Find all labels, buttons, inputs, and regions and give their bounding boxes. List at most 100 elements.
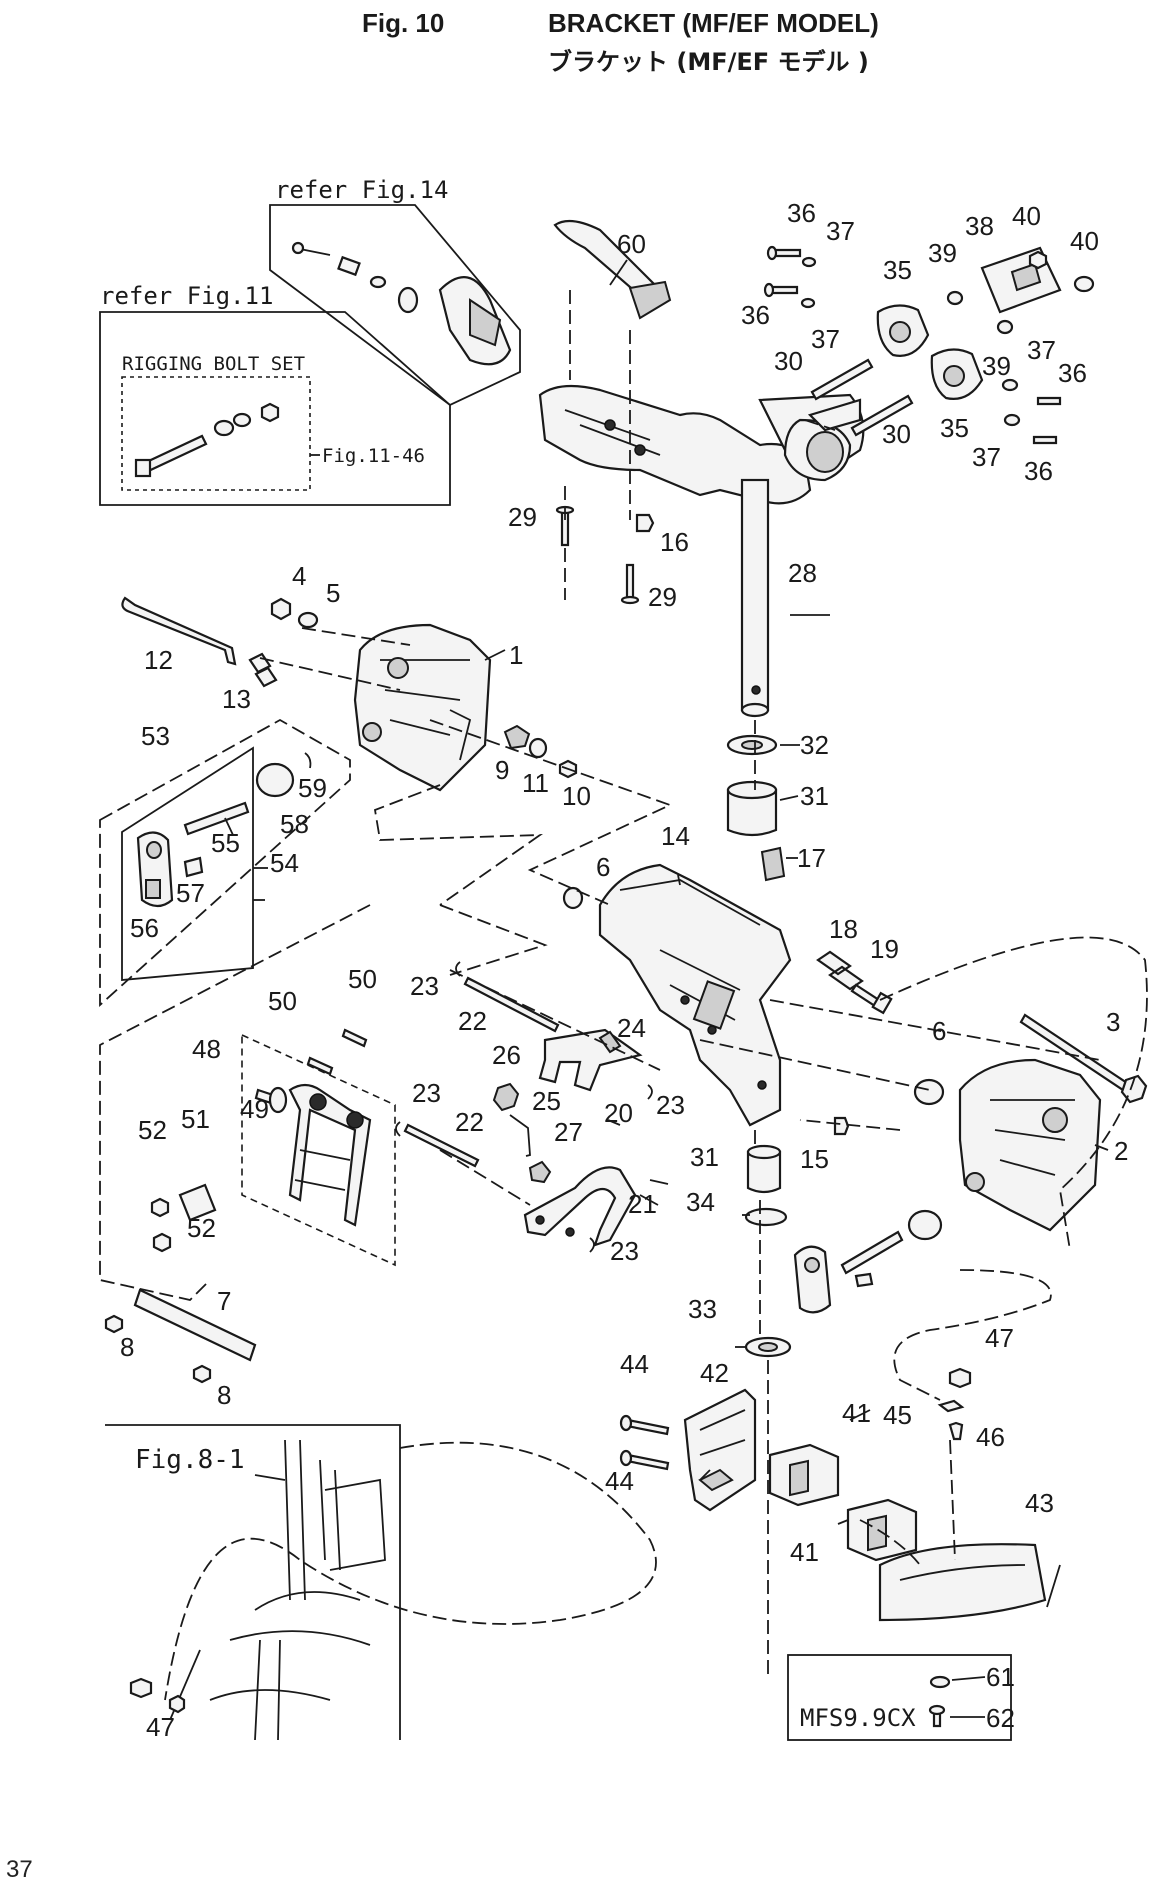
spring-18 bbox=[816, 950, 864, 991]
callout-15: 15 bbox=[800, 1144, 829, 1174]
callout-23-b: 23 bbox=[412, 1078, 441, 1108]
callout-44-upper: 44 bbox=[620, 1349, 649, 1379]
washer-6-left bbox=[562, 886, 584, 910]
callout-47-left: 47 bbox=[146, 1712, 175, 1742]
callout-28: 28 bbox=[788, 558, 817, 588]
washer-34 bbox=[744, 1207, 788, 1227]
callout-16: 16 bbox=[660, 527, 689, 557]
page-title: BRACKET (MF/EF MODEL) bbox=[548, 8, 879, 38]
callout-3: 3 bbox=[1106, 1007, 1120, 1037]
callout-1: 1 bbox=[509, 640, 523, 670]
refer-fig11-label: refer Fig.11 bbox=[100, 282, 273, 310]
callout-21: 21 bbox=[628, 1189, 657, 1219]
assembly-guide-lines bbox=[99, 290, 1148, 1701]
clip-23-c bbox=[647, 1084, 653, 1100]
pin-30-a bbox=[810, 358, 874, 401]
callout-37-c: 37 bbox=[1027, 335, 1056, 365]
callout-52-b: 52 bbox=[187, 1213, 216, 1243]
tilt-support-group bbox=[241, 1033, 396, 1267]
callout-4: 4 bbox=[292, 561, 306, 591]
callout-45: 45 bbox=[883, 1400, 912, 1430]
page-number: 37 bbox=[6, 1856, 33, 1883]
fig11-46-label: Fig.11-46 bbox=[322, 445, 425, 467]
cover-43 bbox=[878, 1543, 1047, 1622]
callout-38: 38 bbox=[965, 211, 994, 241]
callout-50-a: 50 bbox=[348, 964, 377, 994]
callout-36-a: 36 bbox=[787, 198, 816, 228]
bolt-52-a bbox=[150, 1197, 170, 1218]
callout-50-b: 50 bbox=[268, 986, 297, 1016]
bolt-29-lower bbox=[625, 563, 635, 602]
callout-14: 14 bbox=[661, 821, 690, 851]
callout-29-lower: 29 bbox=[648, 582, 677, 612]
callout-23-c: 23 bbox=[656, 1090, 685, 1120]
lock-lever-right bbox=[793, 1245, 832, 1314]
callout-41-upper: 41 bbox=[842, 1398, 871, 1428]
leader-lines bbox=[224, 259, 1109, 1718]
clamp-bracket-left bbox=[353, 623, 492, 792]
callout-24: 24 bbox=[617, 1013, 646, 1043]
washer-6-right bbox=[913, 1078, 945, 1106]
bushing-31-lower bbox=[746, 1150, 782, 1194]
callout-55: 55 bbox=[211, 828, 240, 858]
callout-39-upper: 39 bbox=[928, 238, 957, 268]
refer-fig14-box: refer Fig.14 bbox=[269, 176, 521, 407]
callout-22-upper: 22 bbox=[458, 1006, 487, 1036]
lower-mount-42 bbox=[683, 1388, 757, 1512]
callout-40-a: 40 bbox=[1012, 201, 1041, 231]
callout-61: 61 bbox=[986, 1662, 1015, 1692]
callout-12: 12 bbox=[144, 645, 173, 675]
callout-36-b: 36 bbox=[741, 300, 770, 330]
callout-2: 2 bbox=[1114, 1136, 1128, 1166]
callout-26: 26 bbox=[492, 1040, 521, 1070]
tilt-lever-12 bbox=[121, 596, 237, 666]
callout-35-upper: 35 bbox=[883, 255, 912, 285]
callout-6-right: 6 bbox=[932, 1016, 946, 1046]
pin-22-upper bbox=[463, 976, 560, 1033]
callout-8-left: 8 bbox=[120, 1332, 134, 1362]
callout-41-lower: 41 bbox=[790, 1537, 819, 1567]
callout-43: 43 bbox=[1025, 1488, 1054, 1518]
callout-30-upper: 30 bbox=[774, 346, 803, 376]
callout-54: 54 bbox=[270, 848, 299, 878]
grease-nipple-15 bbox=[833, 1116, 850, 1136]
callout-49: 49 bbox=[240, 1094, 269, 1124]
plate-7 bbox=[133, 1288, 257, 1362]
callout-10: 10 bbox=[562, 781, 591, 811]
callout-58: 58 bbox=[280, 809, 309, 839]
washer-11 bbox=[528, 737, 548, 759]
washer-61 bbox=[929, 1675, 951, 1689]
callout-52-a: 52 bbox=[138, 1115, 167, 1145]
callout-6-left: 6 bbox=[596, 852, 610, 882]
callout-23-d: 23 bbox=[610, 1236, 639, 1266]
nut-4 bbox=[270, 597, 292, 621]
callout-48: 48 bbox=[192, 1034, 221, 1064]
liner-17 bbox=[760, 846, 786, 882]
washer-5 bbox=[297, 611, 319, 629]
callout-37-a: 37 bbox=[826, 216, 855, 246]
pin-30-b bbox=[850, 394, 914, 437]
callout-29-upper: 29 bbox=[508, 502, 537, 532]
fig8-1-label: Fig.8-1 bbox=[135, 1445, 245, 1475]
tilt-lock-21 bbox=[523, 1166, 637, 1247]
page-title-japanese: ブラケット (MF/EF モデル ) bbox=[548, 48, 869, 76]
part-26 bbox=[492, 1082, 520, 1112]
callout-44-lower: 44 bbox=[605, 1466, 634, 1496]
callout-62: 62 bbox=[986, 1703, 1015, 1733]
fig8-1-inset: Fig.8-1 bbox=[105, 1424, 401, 1741]
callout-11: 11 bbox=[522, 768, 549, 798]
model-note-box bbox=[787, 1654, 1012, 1741]
group-53-outline bbox=[99, 718, 351, 1008]
rigging-bolt-set-label: RIGGING BOLT SET bbox=[122, 353, 305, 375]
clip-23-b bbox=[395, 1121, 401, 1137]
bolt-52-b bbox=[152, 1232, 172, 1253]
callout-37-d: 37 bbox=[972, 442, 1001, 472]
callout-9: 9 bbox=[495, 755, 509, 785]
part-9 bbox=[503, 724, 531, 750]
callout-42: 42 bbox=[700, 1358, 729, 1388]
callout-40-b: 40 bbox=[1070, 226, 1099, 256]
bushing-31-upper bbox=[726, 788, 778, 837]
callout-37-b: 37 bbox=[811, 324, 840, 354]
callout-35-lower: 35 bbox=[940, 413, 969, 443]
